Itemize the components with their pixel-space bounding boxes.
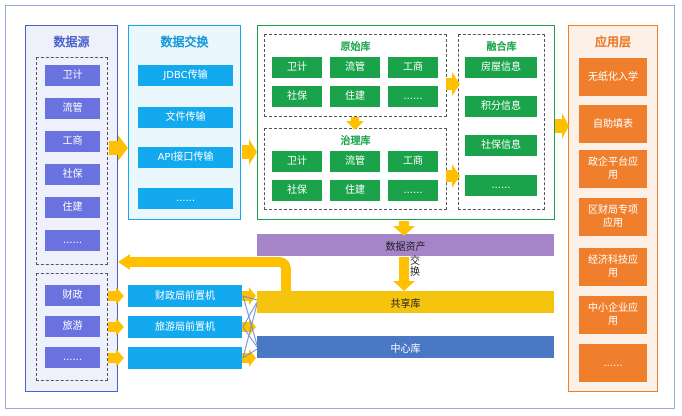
application-item: ...... — [579, 344, 647, 382]
governance-item: 卫计 — [272, 151, 322, 172]
governance-item: 住建 — [330, 180, 380, 201]
front-machine — [128, 347, 242, 369]
fusion-library — [458, 34, 545, 210]
raw-item: 卫计 — [272, 57, 322, 78]
application-item: 经济科技应用 — [579, 248, 647, 286]
raw-title: 原始库 — [340, 42, 371, 53]
datasource-title: 数据源 — [53, 35, 90, 49]
datasource-item: 社保 — [45, 164, 100, 185]
exchange-item: 文件传输 — [138, 107, 233, 128]
datasource-item: 流管 — [45, 98, 100, 119]
application-item: 区财局专项应用 — [579, 198, 647, 236]
datasource-item: ...... — [45, 347, 100, 368]
application-title: 应用层 — [594, 35, 631, 49]
application-item: 自助填表 — [579, 105, 647, 143]
datasource-item: ...... — [45, 230, 100, 251]
governance-title: 治理库 — [340, 136, 371, 147]
diagram-frame — [5, 5, 675, 409]
governance-item: ...... — [388, 180, 438, 201]
raw-item: 工商 — [388, 57, 438, 78]
fusion-item: 积分信息 — [465, 96, 537, 117]
front-machine: 财政局前置机 — [128, 285, 242, 307]
datasource-item: 住建 — [45, 197, 100, 218]
governance-item: 工商 — [388, 151, 438, 172]
exchange-item: JDBC传输 — [138, 65, 233, 86]
fusion-title: 融合库 — [486, 42, 517, 53]
fusion-item: 社保信息 — [465, 135, 537, 156]
exchange-title: 数据交换 — [160, 35, 209, 49]
datasource-item: 工商 — [45, 131, 100, 152]
application-item: 政企平台应用 — [579, 150, 647, 188]
shared-library-bar: 共享库 — [257, 291, 554, 313]
raw-item: 流管 — [330, 57, 380, 78]
front-machine: 旅游局前置机 — [128, 316, 242, 338]
fusion-item: 房屋信息 — [465, 57, 537, 78]
raw-item: 住建 — [330, 86, 380, 107]
exchange-item: ...... — [138, 188, 233, 209]
application-item: 中小企业应用 — [579, 296, 647, 334]
exchange-item: API接口传输 — [138, 147, 233, 168]
data-assets-bar: 数据资产 — [257, 234, 554, 256]
datasource-item: 卫计 — [45, 65, 100, 86]
center-library-bar: 中心库 — [257, 336, 554, 358]
fusion-item: ...... — [465, 175, 537, 196]
raw-item: 社保 — [272, 86, 322, 107]
application-item: 无纸化入学 — [579, 58, 647, 96]
datasource-group-2 — [36, 273, 108, 381]
raw-item: ...... — [388, 86, 438, 107]
datasource-item: 财政 — [45, 285, 100, 306]
exchange-label: 交换 — [409, 256, 421, 278]
governance-item: 流管 — [330, 151, 380, 172]
governance-item: 社保 — [272, 180, 322, 201]
datasource-group-1 — [36, 57, 108, 265]
datasource-item: 旅游 — [45, 316, 100, 337]
